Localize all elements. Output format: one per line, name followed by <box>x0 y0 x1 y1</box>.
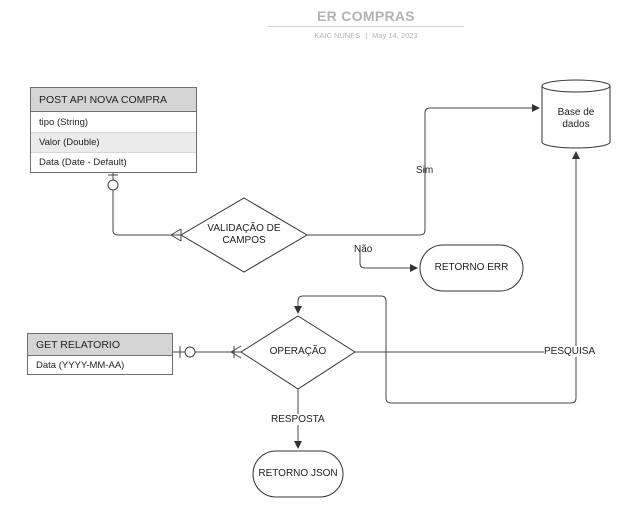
zero-marker-circle <box>107 179 119 191</box>
diagram-subtitle: KAIC NUNES | May 14, 2023 <box>268 31 464 40</box>
entity-field: tipo (String) <box>31 112 196 133</box>
connector-post-validacao <box>112 168 181 236</box>
edge-label-nao: Não <box>354 244 373 255</box>
title-divider <box>268 26 464 27</box>
database-cylinder[interactable] <box>541 86 611 149</box>
zero-marker-circle <box>184 346 196 358</box>
database-cylinder-top <box>541 79 611 93</box>
subtitle-separator: | <box>365 31 368 40</box>
base-dados-label: Base de dados <box>557 107 595 130</box>
entity-field: Data (YYYY-MM-AA) <box>36 359 125 371</box>
crows-foot-marker <box>230 345 242 359</box>
connector-nao <box>359 248 418 272</box>
operacao-label: OPERAÇÃO <box>269 346 327 357</box>
validacao-diamond[interactable] <box>180 197 308 273</box>
entity-get-relatorio-title: GET RELATORIO <box>28 334 172 356</box>
crows-foot-marker <box>170 228 182 242</box>
entity-field: Data (Date - Default) <box>39 157 127 168</box>
connector-validacao-err <box>244 272 359 278</box>
edge-label-pesquisa: PESQUISA <box>544 346 596 357</box>
entity-post-api-title: POST API NOVA COMPRA <box>31 88 196 112</box>
connector-validacao-base <box>307 104 540 236</box>
retorno-json-shape[interactable] <box>252 450 344 498</box>
author-name: KAIC NUNES <box>314 31 361 40</box>
entity-get-relatorio[interactable]: GET RELATORIO Data (YYYY-MM-AA) <box>27 333 173 375</box>
entity-post-api[interactable]: POST API NOVA COMPRA tipo (String) Valor… <box>30 87 197 173</box>
diagram-date: May 14, 2023 <box>372 31 418 40</box>
connector-base-operacao <box>294 295 577 404</box>
retorno-json-label: RETORNO JSON <box>258 468 338 479</box>
retorno-err-shape[interactable] <box>419 244 524 292</box>
edge-label-resposta: RESPOSTA <box>271 414 325 425</box>
validacao-label: VALIDAÇÃO DE CAMPOS <box>207 223 281 246</box>
diagram-title: ER COMPRAS <box>317 8 415 24</box>
retorno-err-label: RETORNO ERR <box>434 262 509 273</box>
entity-field: Valor (Double) <box>31 133 196 153</box>
edge-label-sim: Sim <box>416 165 434 176</box>
